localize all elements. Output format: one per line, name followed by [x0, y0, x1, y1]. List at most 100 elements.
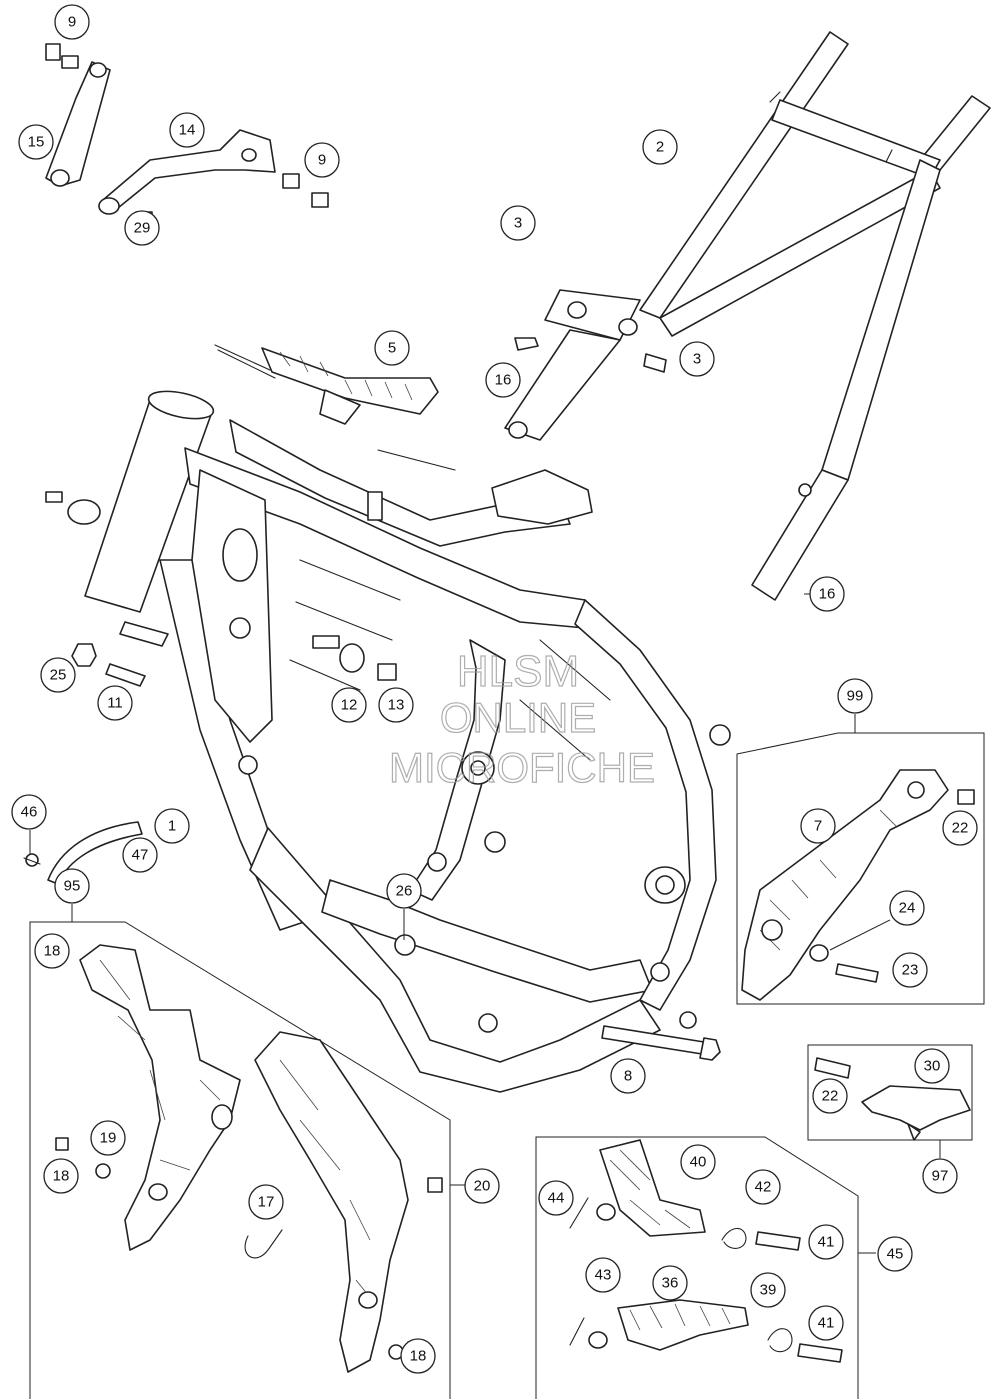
- callout-97: 97: [922, 1158, 958, 1194]
- callout-number: 18: [53, 1168, 70, 1185]
- callout-23: 23: [892, 952, 928, 988]
- callout-12: 12: [331, 687, 367, 723]
- main-frame: [45, 390, 731, 1093]
- watermark-line-2: ONLINE: [440, 694, 596, 741]
- callout-circle: [922, 1158, 958, 1194]
- callout-24: 24: [889, 890, 925, 926]
- callout-circle: [680, 1144, 716, 1180]
- callout-16b: 16: [809, 576, 845, 612]
- callout-number: 9: [318, 152, 326, 169]
- callout-3a: 3: [500, 205, 536, 241]
- callout-circle: [877, 1236, 913, 1272]
- callout-41b: 41: [808, 1305, 844, 1341]
- callout-number: 9: [68, 14, 76, 31]
- callout-99: 99: [837, 678, 873, 714]
- callout-circle: [808, 1305, 844, 1341]
- callout-7: 7: [800, 808, 836, 844]
- callout-circle: [750, 1272, 786, 1308]
- callout-number: 18: [44, 943, 61, 960]
- watermark: HLSM ONLINE MICROFICHE: [388, 646, 655, 791]
- callout-number: 7: [814, 818, 822, 835]
- callout-circle: [485, 362, 521, 398]
- callout-number: 11: [107, 695, 123, 712]
- callout-number: 22: [822, 1088, 839, 1105]
- callout-18b: 18: [43, 1158, 79, 1194]
- callout-number: 5: [388, 340, 396, 357]
- callout-circle: [812, 1078, 848, 1114]
- callout-circle: [90, 1120, 126, 1156]
- callout-46: 46: [11, 794, 47, 830]
- callout-number: 40: [690, 1154, 707, 1171]
- callout-circle: [400, 1338, 436, 1374]
- callout-40: 40: [680, 1144, 716, 1180]
- callout-number: 13: [388, 697, 405, 714]
- callout-9a: 9: [54, 4, 90, 40]
- callout-circle: [745, 1169, 781, 1205]
- callout-circle: [942, 810, 978, 846]
- callout-circle: [538, 1180, 574, 1216]
- callout-number: 29: [134, 220, 151, 237]
- callout-45: 45: [877, 1236, 913, 1272]
- callout-36: 36: [652, 1265, 688, 1301]
- callout-number: 20: [474, 1178, 491, 1195]
- callout-20: 20: [464, 1168, 500, 1204]
- callout-41a: 41: [808, 1224, 844, 1260]
- kit-95-box: [29, 921, 451, 1399]
- callout-circle: [154, 808, 190, 844]
- callout-1: 1: [154, 808, 190, 844]
- callout-number: 46: [21, 804, 38, 821]
- swingarm-bolt: [601, 1025, 721, 1061]
- callout-95: 95: [54, 868, 90, 904]
- callout-number: 2: [656, 139, 664, 156]
- kit-97-box: [807, 1044, 973, 1141]
- callout-circle: [248, 1184, 284, 1220]
- callout-39: 39: [750, 1272, 786, 1308]
- footrest-left: [569, 1139, 801, 1251]
- kit-45-box: [535, 1136, 859, 1399]
- callout-43: 43: [585, 1257, 621, 1293]
- callout-circle: [914, 1048, 950, 1084]
- callout-number: 22: [952, 820, 969, 837]
- callout-circle: [122, 837, 158, 873]
- sidestand: [741, 769, 975, 1001]
- callout-circle: [585, 1257, 621, 1293]
- callout-number: 16: [495, 372, 512, 389]
- watermark-line-1: HLSM: [457, 647, 579, 696]
- callout-number: 15: [28, 134, 45, 151]
- callout-circle: [652, 1265, 688, 1301]
- callout-number: 42: [755, 1179, 772, 1196]
- callout-number: 3: [514, 215, 522, 232]
- mount-bushings: [71, 635, 397, 687]
- kit-99-box: [736, 732, 985, 1005]
- callout-44: 44: [538, 1180, 574, 1216]
- callout-number: 44: [548, 1190, 565, 1207]
- callout-15: 15: [18, 124, 54, 160]
- callout-47: 47: [122, 837, 158, 873]
- watermark-line-3: MICROFICHE: [389, 744, 655, 791]
- callout-number: 47: [132, 847, 149, 864]
- callout-42: 42: [745, 1169, 781, 1205]
- callout-number: 39: [760, 1282, 777, 1299]
- callout-2: 2: [642, 129, 678, 165]
- callout-8: 8: [610, 1058, 646, 1094]
- callout-5: 5: [374, 330, 410, 366]
- callout-25: 25: [40, 657, 76, 693]
- callout-number: 36: [662, 1275, 679, 1292]
- callout-number: 95: [64, 878, 81, 895]
- callout-circle: [808, 1224, 844, 1260]
- callout-circle: [386, 873, 422, 909]
- callout-number: 18: [410, 1348, 427, 1365]
- callout-30: 30: [914, 1048, 950, 1084]
- callout-18c: 18: [400, 1338, 436, 1374]
- breather-hose: [23, 821, 143, 885]
- callout-22a: 22: [942, 810, 978, 846]
- callout-number: 45: [887, 1246, 904, 1263]
- callout-number: 1: [168, 818, 176, 835]
- callout-number: 26: [396, 883, 413, 900]
- callout-number: 41: [818, 1234, 835, 1251]
- callout-circle: [892, 952, 928, 988]
- callout-circle: [464, 1168, 500, 1204]
- callout-circle: [40, 657, 76, 693]
- callout-number: 30: [924, 1058, 941, 1075]
